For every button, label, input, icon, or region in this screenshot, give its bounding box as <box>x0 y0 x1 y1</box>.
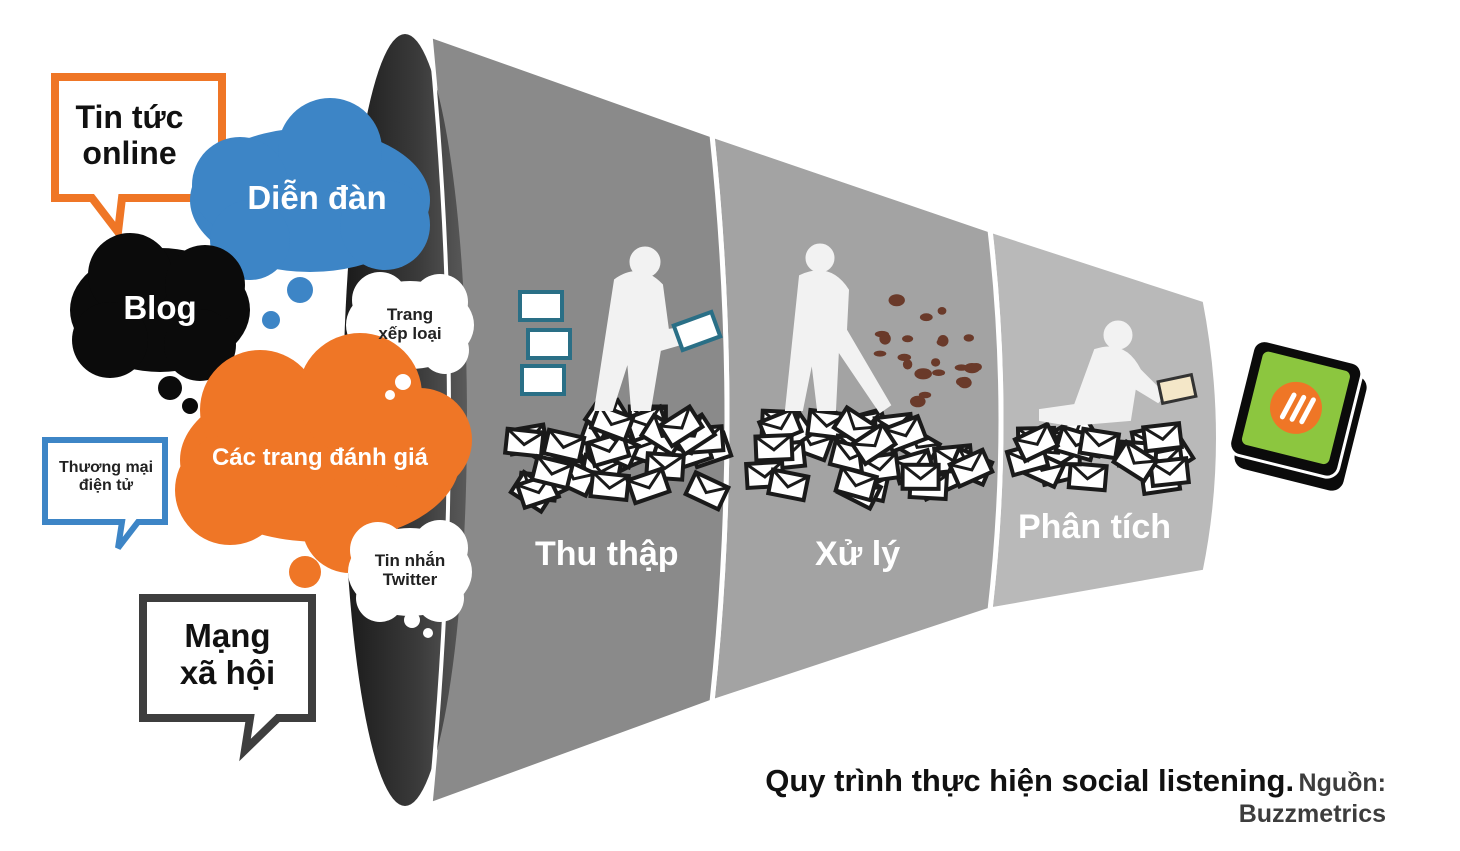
data-bit <box>888 294 905 307</box>
blog-label: Blog <box>123 289 197 326</box>
envelope-icon <box>765 467 811 503</box>
stage-xu-ly-label: Xử lý <box>815 535 901 573</box>
data-bit <box>937 335 949 347</box>
data-bit <box>910 395 926 408</box>
reviews-label: Các trang đánh giá <box>211 444 429 471</box>
data-bit <box>931 358 941 367</box>
blog-cloud <box>70 233 250 414</box>
envelope-icon <box>1077 426 1122 461</box>
data-bit <box>954 364 969 371</box>
data-bit <box>937 307 947 315</box>
data-bit <box>970 363 982 371</box>
reviews-cloud <box>175 333 472 588</box>
envelope-icon <box>541 427 587 464</box>
worker-processing-figure <box>784 243 892 414</box>
envelope-icon <box>1110 438 1160 484</box>
data-bit <box>902 335 914 343</box>
envelope-icon <box>625 466 672 506</box>
data-bit <box>957 376 972 389</box>
envelope-icon <box>900 462 941 491</box>
buzzmetrics-app-icon <box>1228 339 1367 491</box>
envelope-icon <box>753 433 795 463</box>
worker-analyzing-figure <box>1039 320 1198 427</box>
envelope-icon <box>1066 461 1109 493</box>
social-network-bubble <box>139 594 316 762</box>
data-bit <box>919 313 933 322</box>
envelope-icon <box>947 447 995 490</box>
data-bit <box>902 359 913 370</box>
envelope-icon <box>682 469 732 512</box>
data-bit <box>873 350 887 357</box>
data-bit <box>874 330 890 338</box>
envelope-pile <box>502 396 1197 515</box>
mail-stack-icon <box>518 290 572 396</box>
envelope-icon <box>502 426 546 459</box>
twitter-cloud <box>348 520 472 638</box>
envelope-icon <box>1012 421 1061 464</box>
data-bit <box>918 391 932 399</box>
news-online-bubble <box>51 73 226 243</box>
worker-collecting-figure <box>593 246 723 411</box>
envelope-icon <box>1148 456 1191 489</box>
forum-label: Diễn đàn <box>247 179 387 216</box>
ecommerce-bubble <box>42 437 168 550</box>
data-bit <box>963 334 974 342</box>
data-bit <box>897 353 912 361</box>
figure-caption: Quy trình thực hiện social listening. Ng… <box>765 762 1386 829</box>
scattered-data-bits <box>873 294 982 408</box>
envelope-icon <box>849 421 899 467</box>
caption-source-label: Nguồn: <box>1298 769 1386 797</box>
envelope-icon <box>1141 420 1184 454</box>
envelope-icon <box>833 464 880 503</box>
envelope-icon <box>585 430 632 469</box>
data-bit <box>932 369 946 377</box>
envelope-icon <box>656 403 706 449</box>
envelope-icon <box>529 453 576 491</box>
stage-thu-thap-label: Thu thập <box>535 535 679 573</box>
caption-source-name: Buzzmetrics <box>1238 800 1386 829</box>
caption-title: Quy trình thực hiện social listening. <box>765 763 1295 798</box>
data-bit <box>914 368 932 380</box>
stage-phan-tich-label: Phân tích <box>1018 508 1172 546</box>
forum-cloud <box>190 98 430 329</box>
envelope-icon <box>588 470 632 503</box>
envelope-icon <box>588 402 636 443</box>
